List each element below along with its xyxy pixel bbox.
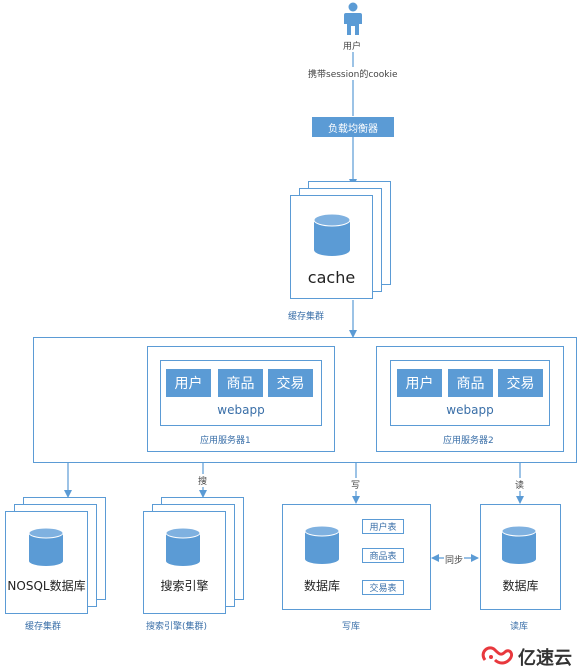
search-database-icon — [165, 527, 201, 566]
module-trade-1: 交易 — [268, 369, 313, 397]
user-icon — [344, 2, 362, 35]
app-server-1-caption: 应用服务器1 — [200, 436, 251, 446]
watermark-text: 亿速云 — [518, 648, 572, 669]
user-label: 用户 — [343, 42, 362, 52]
nosql-label: NOSQL数据库 — [7, 579, 86, 593]
cache-label: cache — [307, 268, 356, 287]
read-db-caption: 读库 — [510, 622, 529, 632]
table-goods: 商品表 — [362, 548, 404, 563]
search-engine-caption: 搜索引擎(集群) — [146, 622, 208, 632]
nosql-caption: 缓存集群 — [25, 622, 62, 632]
write-db-caption: 写库 — [342, 622, 361, 632]
nosql-database-icon — [28, 527, 64, 566]
watermark-logo-icon — [481, 646, 513, 665]
write-db-label: 数据库 — [303, 579, 340, 593]
cookie-label: 携带session的cookie — [306, 67, 400, 80]
read-edge-label: 读 — [515, 478, 525, 491]
table-user: 用户表 — [362, 519, 404, 534]
module-goods-2: 商品 — [448, 369, 493, 397]
cache-database-icon — [313, 213, 351, 256]
search-engine-label: 搜索引擎 — [160, 579, 209, 593]
read-database-icon — [501, 525, 537, 564]
table-trade: 交易表 — [362, 580, 404, 595]
read-db-label: 数据库 — [502, 579, 539, 593]
app-server-2-caption: 应用服务器2 — [443, 436, 494, 446]
load-balancer: 负载均衡器 — [312, 117, 394, 137]
write-database-icon — [304, 525, 340, 564]
sync-label: 同步 — [444, 553, 465, 566]
module-user-1: 用户 — [166, 369, 211, 397]
module-goods-1: 商品 — [218, 369, 263, 397]
write-edge-label: 写 — [351, 478, 361, 491]
webapp-1-label: webapp — [217, 403, 265, 417]
cache-caption: 缓存集群 — [288, 312, 325, 322]
module-user-2: 用户 — [397, 369, 442, 397]
module-trade-2: 交易 — [498, 369, 543, 397]
search-edge-label: 搜 — [198, 474, 208, 487]
webapp-2-label: webapp — [446, 403, 494, 417]
